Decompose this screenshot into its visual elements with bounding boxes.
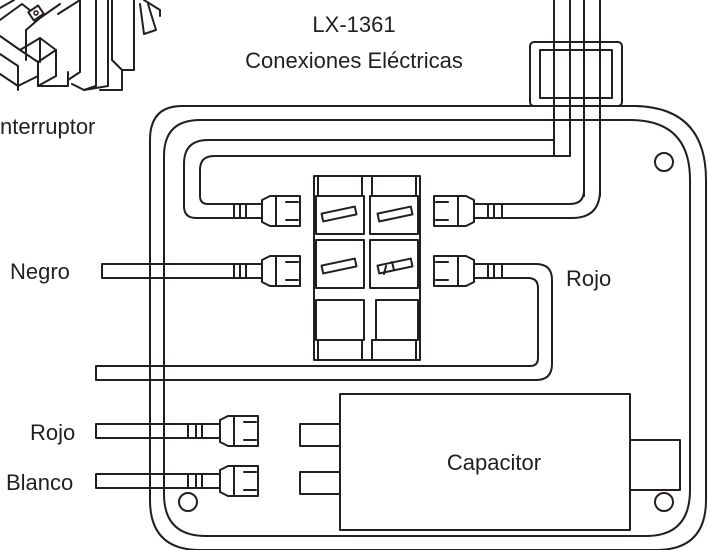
wire-negro [101,263,237,279]
top-cable-connector [529,41,623,107]
spade-terminal-left-lower [233,255,301,287]
spade-terminal-blanco [187,465,259,497]
terminal-block [313,175,421,361]
capacitor [299,393,681,531]
diagram-subtitle: Conexiones Eléctricas [245,48,463,73]
switch-illustration [0,0,161,91]
diagram-title: LX-1361 [312,12,395,37]
spade-terminal-right-lower [433,255,503,287]
switch-label: nterruptor [0,114,95,139]
spade-terminal-right-upper [433,195,503,227]
negro-label: Negro [10,259,70,284]
mount-hole-bottom-right [654,492,674,512]
wire-top-to-left-terminal [183,139,555,219]
mount-hole-top-right [654,152,674,172]
rojo-left-label: Rojo [30,420,75,445]
wire-rojo-loop [95,263,553,381]
wire-rojo-left [95,423,189,439]
rojo-right-label: Rojo [566,266,611,291]
wire-blanco [95,473,189,489]
wire-top-to-right-terminal [499,189,585,205]
spade-terminal-rojo [187,415,259,447]
blanco-label: Blanco [6,470,73,495]
capacitor-label: Capacitor [447,450,541,475]
mount-hole-bottom-left [178,492,198,512]
spade-terminal-left-upper [233,195,301,227]
